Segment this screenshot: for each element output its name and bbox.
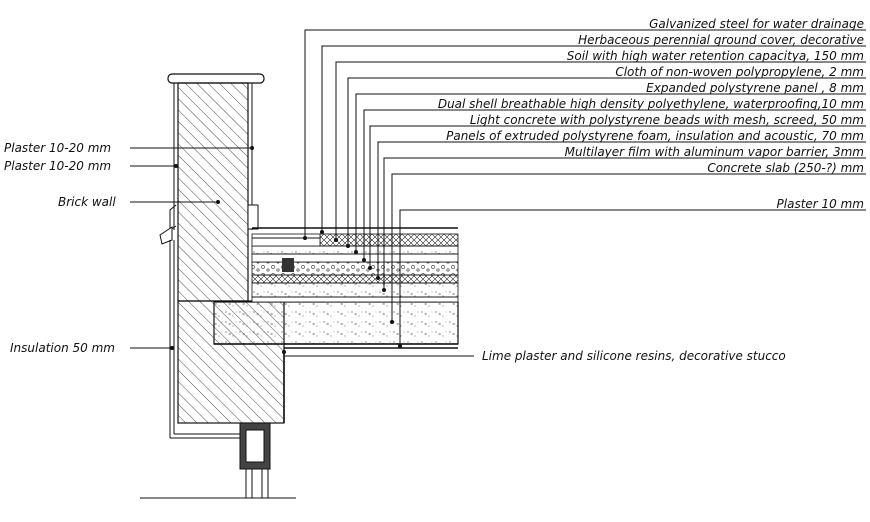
label-plaster-1: Plaster 10-20 mm xyxy=(4,141,111,155)
label-vapor-barrier: Multilayer film with aluminum vapor barr… xyxy=(565,145,864,159)
label-concrete-slab: Concrete slab (250-?) mm xyxy=(707,161,864,175)
label-cloth: Cloth of non-woven polypropylene, 2 mm xyxy=(615,65,864,79)
label-brick-wall: Brick wall xyxy=(58,195,116,209)
label-light-concrete: Light concrete with polystyrene beads wi… xyxy=(470,113,864,127)
label-soil: Soil with high water retention capacitya… xyxy=(567,49,864,63)
label-plaster-2: Plaster 10-20 mm xyxy=(4,159,111,173)
label-xps-panels: Panels of extruded polystyrene foam, ins… xyxy=(446,129,864,143)
label-ground-cover: Herbaceous perennial ground cover, decor… xyxy=(578,33,864,47)
left-leaders xyxy=(130,146,254,350)
left-labels: Plaster 10-20 mm Plaster 10-20 mm Brick … xyxy=(4,141,116,355)
label-lime-plaster: Lime plaster and silicone resins, decora… xyxy=(482,349,786,363)
right-labels: Galvanized steel for water drainage Herb… xyxy=(438,17,864,211)
label-hdpe: Dual shell breathable high density polye… xyxy=(438,97,864,111)
parapet-cap xyxy=(167,73,265,84)
label-galvanized-steel: Galvanized steel for water drainage xyxy=(649,17,864,31)
roof-layers xyxy=(251,227,459,303)
window-frame xyxy=(140,422,296,499)
label-plaster-10: Plaster 10 mm xyxy=(777,197,864,211)
bottom-leader xyxy=(282,350,474,357)
label-insulation: Insulation 50 mm xyxy=(10,341,115,355)
concrete-slab xyxy=(213,301,459,349)
label-eps-panel: Expanded polystyrene panel , 8 mm xyxy=(646,81,864,95)
right-leaders xyxy=(303,29,866,348)
brick-wall-upper xyxy=(159,82,259,302)
